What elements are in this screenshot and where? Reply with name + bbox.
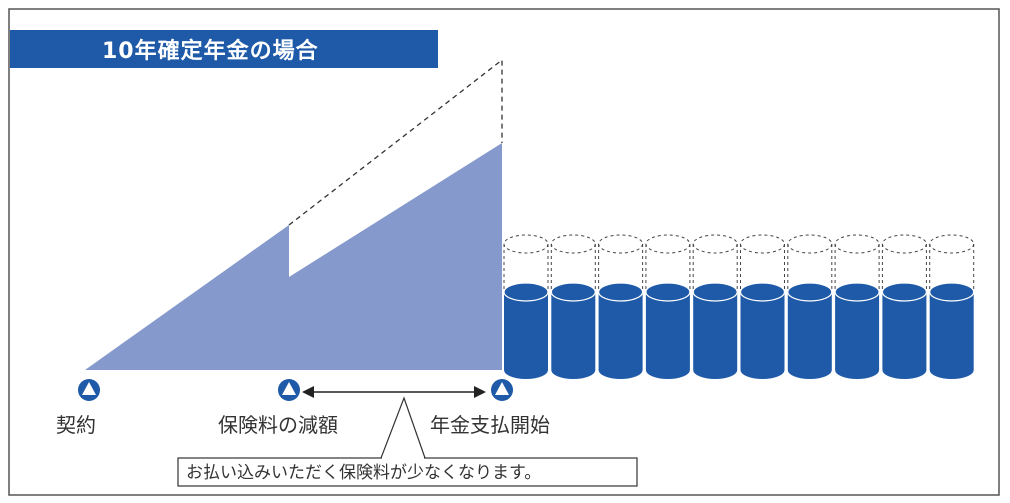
- premium-reduction-marker-icon: [278, 379, 300, 401]
- callout-pointer: [380, 396, 426, 459]
- annuity-cylinder: [692, 234, 738, 379]
- label-annuity-start: 年金支払開始: [430, 413, 550, 437]
- annuity-cylinder: [834, 234, 880, 379]
- annuity-cylinder: [929, 234, 975, 379]
- annuity-start-marker-icon: [491, 379, 513, 401]
- arrow-head-left: [302, 386, 314, 398]
- diagram-title: 10年確定年金の場合: [10, 30, 438, 68]
- annuity-cylinder: [645, 234, 691, 379]
- callout-box: [177, 457, 638, 487]
- callout-text: お払い込みいただく保険料が少なくなります。: [186, 463, 541, 483]
- annuity-cylinder: [787, 234, 833, 379]
- outer-border: [8, 8, 1000, 496]
- accumulated-premium-area: [85, 143, 502, 370]
- arrow-head-right: [474, 386, 486, 398]
- annuity-cylinder: [597, 234, 644, 379]
- contract-marker-icon: [78, 379, 100, 401]
- annuity-cylinder: [739, 234, 786, 379]
- annuity-cylinders: [503, 234, 975, 379]
- label-contract: 契約: [56, 413, 96, 437]
- label-premium-reduction: 保険料の減額: [218, 413, 338, 437]
- original-premium-dashed-line: [288, 58, 503, 226]
- annuity-cylinder: [881, 234, 928, 379]
- annuity-cylinder: [503, 234, 549, 379]
- annuity-cylinder: [550, 234, 596, 379]
